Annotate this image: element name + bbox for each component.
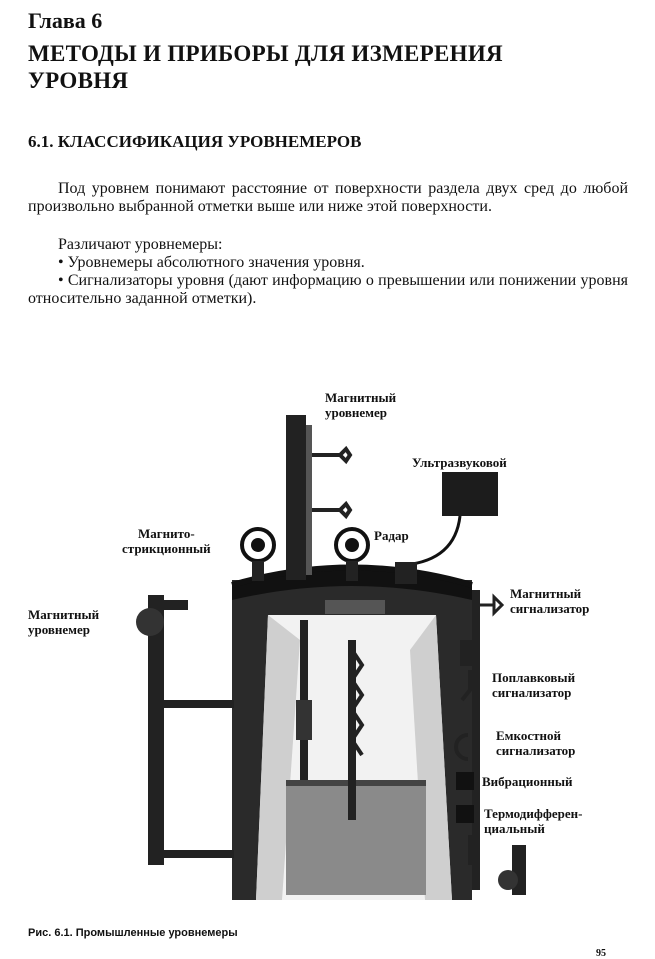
page-number: 95 [596, 948, 606, 959]
label-float-switch: Поплавковый сигнализатор [492, 670, 576, 700]
label-thermal-differential: Термодифферен- циальный [484, 806, 583, 836]
section-heading: 6.1. КЛАССИФИКАЦИЯ УРОВНЕМЕРОВ [28, 132, 362, 151]
radar-sensor [334, 527, 370, 581]
top-magnetic-gauge [286, 415, 353, 580]
label-magnetostrictive: Магнито- стрикционный [122, 526, 211, 556]
tank-illustration [231, 564, 473, 900]
right-side-switches [454, 590, 526, 895]
label-magnetic-switch: Магнитный сигнализатор [510, 586, 590, 616]
left-magnetic-gauge [136, 595, 234, 865]
figure-caption: Рис. 6.1. Промышленные уровнемеры [28, 927, 238, 939]
label-vibration: Вибрационный [482, 774, 573, 789]
ultrasonic-sensor [395, 472, 498, 584]
magnetostrictive-sensor [240, 527, 276, 581]
label-capacitive-switch: Емкостной сигнализатор [496, 728, 576, 758]
paragraph-definition: Под уровнем понимают расстояние от повер… [28, 180, 628, 215]
list-item-absolute: • Уровнемеры абсолютного значения уровня… [58, 254, 365, 271]
chapter-heading: Глава 6 [28, 8, 103, 33]
label-radar: Радар [374, 528, 409, 543]
list-item-signaling: • Сигнализаторы уровня (дают информацию … [28, 272, 628, 307]
paragraph-types-intro: Различают уровнемеры: [58, 236, 223, 253]
label-ultrasonic: Ультразвуковой [412, 455, 507, 470]
label-magnetic-gauge-top: Магнитный уровнемер [325, 390, 397, 420]
chapter-title: МЕТОДЫ И ПРИБОРЫ ДЛЯ ИЗМЕРЕНИЯ УРОВНЯ [28, 41, 503, 93]
label-magnetic-gauge-left: Магнитный уровнемер [28, 607, 100, 637]
